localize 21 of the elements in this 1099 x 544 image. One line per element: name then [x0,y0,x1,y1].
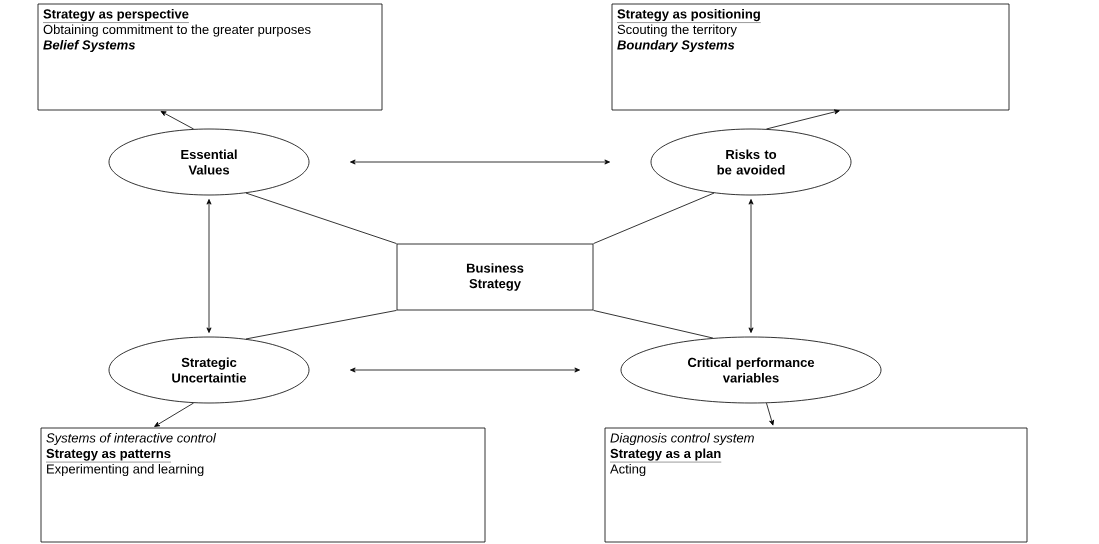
connector-line [245,310,397,340]
strategy-box: Business Strategy [396,243,594,311]
text-box: Strategy as positioning Scouting the territory Boundary Systems [611,3,1010,111]
arrow [160,111,194,130]
text-box: Systems of interactive control Strategy as patterns Experimenting and learning [40,427,486,543]
arrow [766,109,840,130]
ellipse-node: Strategic Uncertaintie [108,336,310,404]
arrow [748,199,754,333]
text-box: Diagnosis control system Strategy as a plan Acting [604,427,1028,543]
arrow [154,402,194,427]
arrow [350,159,610,165]
connector-line [593,192,715,244]
arrow [206,199,212,333]
connector-line [245,192,397,244]
ellipse-node: Critical performance variables [620,336,882,404]
arrow [766,402,774,426]
connector-line [593,310,714,339]
ellipse-node: Risks to be avoided [650,128,852,196]
text-box: Strategy as perspective Obtaining commitment to the greater purposes Belief Systems [37,3,383,111]
ellipse-node: Essential Values [108,128,310,196]
arrow [350,367,580,373]
